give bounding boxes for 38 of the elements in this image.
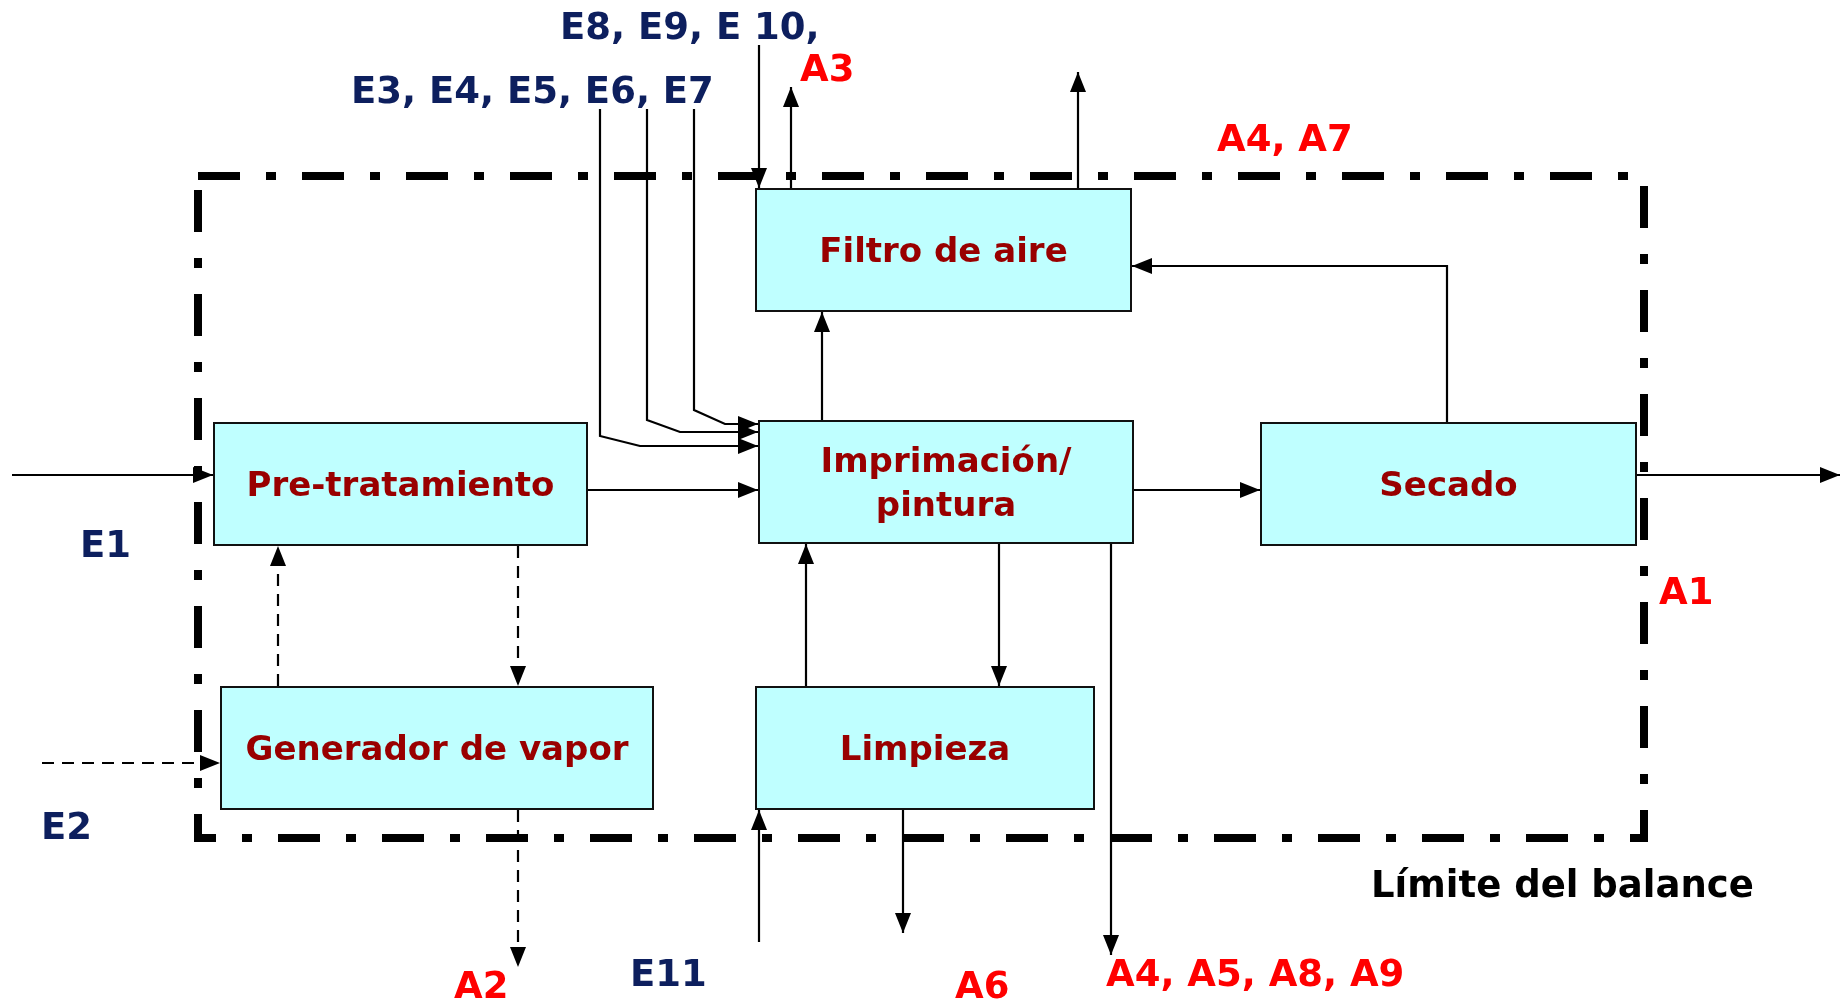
output-label: A6 <box>955 967 1010 1004</box>
input-label: E1 <box>80 526 132 563</box>
arrow <box>895 810 911 933</box>
process-box: Limpieza <box>755 686 1095 810</box>
arrow <box>588 482 758 498</box>
input-label: E8, E9, E 10, <box>560 8 820 45</box>
arrow <box>783 87 799 188</box>
arrow <box>1070 72 1086 188</box>
output-label: A2 <box>454 967 509 1004</box>
arrow <box>1132 258 1449 422</box>
arrow <box>991 544 1007 686</box>
output-label: A4, A5, A8, A9 <box>1106 955 1405 992</box>
process-box: Imprimación/ pintura <box>758 420 1134 544</box>
arrow <box>1637 467 1840 483</box>
arrow <box>12 467 213 483</box>
dashed-arrow <box>270 546 286 686</box>
process-box: Generador de vapor <box>220 686 654 810</box>
output-label: A3 <box>800 50 855 87</box>
process-box: Pre-tratamiento <box>213 422 588 546</box>
output-label: A1 <box>1659 573 1714 610</box>
arrow <box>598 109 758 454</box>
dashed-arrow <box>42 755 220 771</box>
arrow <box>1134 482 1260 498</box>
arrow <box>751 45 767 188</box>
arrow <box>798 544 814 686</box>
arrow <box>1103 544 1119 955</box>
process-box: Secado <box>1260 422 1637 546</box>
boundary-label: Límite del balance <box>1371 866 1754 903</box>
input-label: E2 <box>41 808 93 845</box>
input-label: E11 <box>630 955 707 992</box>
input-label: E3, E4, E5, E6, E7 <box>351 72 714 109</box>
dashed-arrow <box>510 546 526 686</box>
arrow <box>751 810 767 942</box>
output-label: A4, A7 <box>1217 120 1353 157</box>
dashed-arrow <box>510 810 526 967</box>
arrow <box>814 312 830 420</box>
process-box: Filtro de aire <box>755 188 1132 312</box>
arrow <box>645 109 758 440</box>
